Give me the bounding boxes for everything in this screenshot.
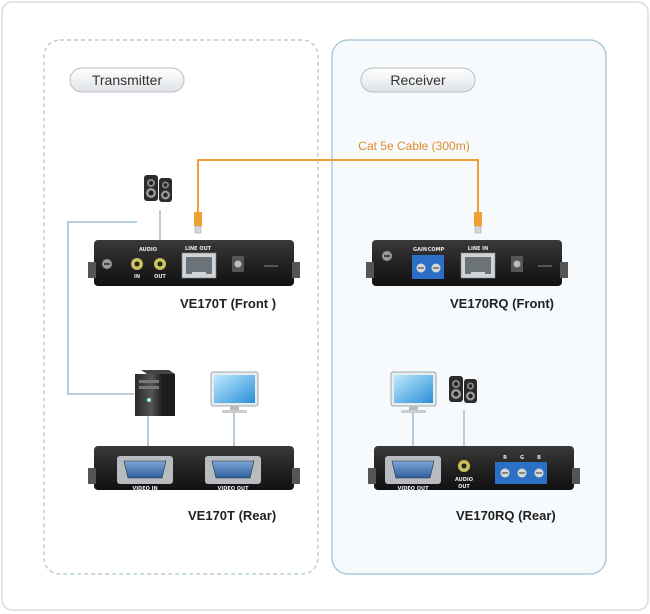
transmitter-title-pill: Transmitter [69, 67, 185, 93]
monitor-icon [390, 371, 437, 413]
receiver-title-pill: Receiver [360, 67, 476, 93]
vga-port-icon [205, 456, 261, 484]
ve170rq-front-comp-text: COMP [428, 247, 445, 253]
receiver-panel [331, 39, 607, 575]
ve170rq-front-gain-text: GAIN [413, 247, 427, 253]
ve170t-front-lineout-text: LINE OUT [185, 246, 212, 252]
ve170rq-rear-r-text: R [503, 455, 507, 461]
ve170t-front-out-text: OUT [154, 274, 166, 280]
ve170rq-front-linein-text: LINE IN [468, 246, 488, 252]
ve170rq-rear-g-text: G [520, 455, 524, 461]
receiver-connector-lines [412, 410, 465, 446]
terminal-block-icon [412, 255, 444, 279]
pc-tower-icon [135, 370, 175, 416]
ve170t-front-in-text: IN [134, 274, 140, 280]
ve170t-rear-label: VE170T (Rear) [188, 508, 276, 523]
ve170t-front-label: VE170T (Front ) [180, 296, 276, 311]
ve170rq-rear-videoout-text: VIDEO OUT [397, 486, 429, 492]
terminal-block-icon [495, 462, 547, 484]
ve170t-rear-device: VIDEO IN VIDEO OUT [88, 446, 300, 492]
receiver-title: Receiver [390, 72, 446, 88]
vga-port-icon [385, 456, 441, 484]
ve170t-rear-videoin-text: VIDEO IN [132, 486, 157, 492]
speaker-icon [144, 175, 172, 202]
cat5e-cable: Cat 5e Cable (300m) [197, 139, 479, 212]
transmitter-title: Transmitter [92, 72, 163, 88]
ve170rq-front-device: GAIN COMP LINE IN [366, 240, 568, 286]
monitor-icon [210, 371, 259, 413]
cable-label: Cat 5e Cable (300m) [358, 139, 469, 153]
ve170rq-front-label: VE170RQ (Front) [450, 296, 554, 311]
ve170t-rear-videoout-text: VIDEO OUT [217, 486, 249, 492]
ve170rq-rear-label: VE170RQ (Rear) [456, 508, 556, 523]
speaker-icon [449, 376, 477, 403]
ve170t-front-device: AUDIO IN OUT LINE OUT [88, 240, 300, 286]
vga-port-icon [117, 456, 173, 484]
ve170rq-rear-out-text: OUT [458, 484, 470, 490]
transmitter-panel [43, 39, 319, 575]
ve170rq-rear-audio-text: AUDIO [455, 477, 473, 483]
rj45-plug-icon [474, 212, 482, 234]
ve170rq-rear-b-text: B [537, 455, 541, 461]
ve170rq-rear-device: VIDEO OUT AUDIO OUT R G B [368, 446, 580, 492]
rj45-plug-icon [194, 212, 202, 234]
ve170t-front-audio-text: AUDIO [139, 247, 157, 253]
